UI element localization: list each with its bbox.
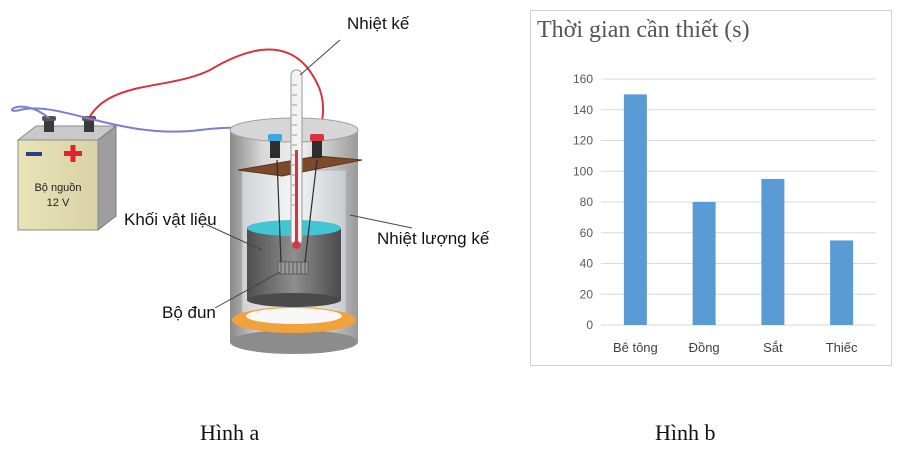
y-tick-label: 160 — [573, 72, 593, 86]
bar — [692, 202, 716, 325]
bar-chart: Thời gian cần thiết (s) 0 20 40 60 80 100 120 1… — [530, 10, 892, 366]
figure-b-caption: Hình b — [655, 420, 716, 445]
y-tick-label: 60 — [580, 226, 594, 240]
heater-coil — [276, 159, 318, 275]
x-tick-label: Sắt — [763, 340, 783, 355]
thermometer-label: Nhiệt kế — [347, 14, 410, 33]
minus-sign-icon — [26, 152, 42, 156]
thermometer — [290, 69, 303, 249]
y-tick-label: 120 — [573, 134, 593, 148]
y-tick-label: 0 — [586, 318, 593, 332]
bar — [830, 240, 854, 325]
calorimeter-label: Nhiệt lượng kế — [377, 229, 490, 248]
apparatus-diagram — [10, 39, 413, 354]
y-tick-label: 140 — [573, 103, 593, 117]
power-source — [16, 116, 118, 232]
y-tick-label: 20 — [580, 287, 594, 301]
power-source-label-line1: Bộ nguồn — [34, 182, 82, 194]
plus-sign-icon — [64, 145, 82, 162]
chart-title: Thời gian cần thiết (s) — [537, 17, 750, 43]
chart-plot: 0 20 40 60 80 100 120 140 160 Bê tông Đồng Sắt Thiếc — [573, 72, 876, 355]
x-tick-label: Đồng — [689, 340, 720, 355]
y-tick-label: 100 — [573, 164, 593, 178]
power-source-label-line2: 12 V — [46, 197, 70, 209]
x-tick-label: Bê tông — [613, 340, 658, 355]
material-block-label: Khối vật liệu — [124, 210, 217, 229]
red-wire — [88, 48, 325, 141]
bar — [623, 94, 647, 325]
figure-a-caption: Hình a — [200, 420, 260, 445]
y-tick-label: 80 — [580, 195, 594, 209]
x-tick-label: Thiếc — [826, 340, 858, 355]
y-tick-label: 40 — [580, 257, 594, 271]
bar — [761, 178, 785, 325]
heater-label: Bộ đun — [162, 303, 216, 322]
